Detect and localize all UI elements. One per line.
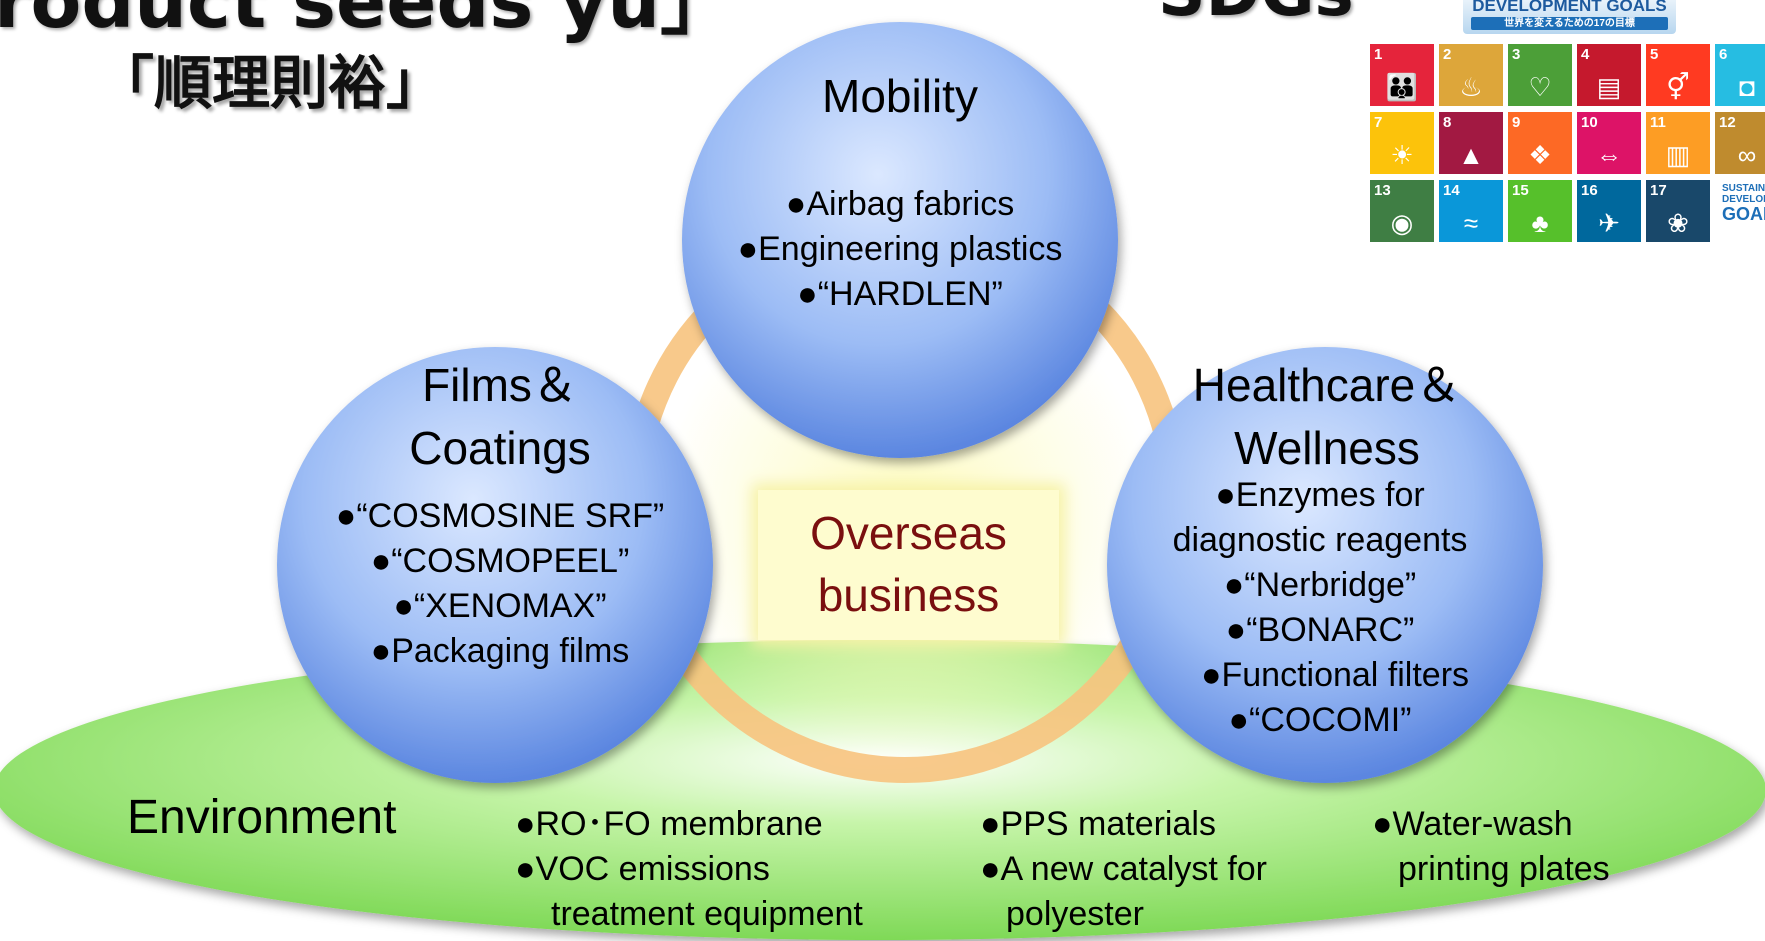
overseas-business-box: Overseas business (758, 490, 1059, 640)
films-item: ●“XENOMAX” (393, 587, 607, 625)
sdg-tile-14: 14≈ (1439, 180, 1503, 242)
gender-icon: ⚥ (1666, 72, 1690, 102)
eye-globe-icon: ◉ (1390, 208, 1414, 238)
sun-icon: ☀ (1390, 140, 1414, 170)
films-heading-line1: Films＆ (422, 359, 578, 411)
partnership-icon: ❀ (1667, 208, 1689, 238)
sdg-tile-number: 14 (1443, 182, 1460, 199)
mobility-heading: Mobility (822, 70, 978, 122)
page-title-partial: roduct seeds yu」 (0, 0, 735, 45)
sdg-tile-number: 13 (1374, 182, 1391, 199)
people-icon: 👪 (1385, 72, 1419, 102)
fish-icon: ≈ (1463, 208, 1479, 238)
sdg-tile-number: 2 (1443, 46, 1452, 63)
mobility-circle (682, 22, 1118, 458)
healthcare-item: ●“Nerbridge” (1223, 566, 1417, 604)
healthcare-item: diagnostic reagents (1172, 521, 1468, 559)
sdg-tile-number: 17 (1650, 182, 1667, 199)
equality-icon: ⇔ (1596, 140, 1622, 170)
sdg-tile-number: 9 (1512, 114, 1521, 131)
sdg-tile-6: 6◘ (1715, 44, 1765, 106)
sdg-tile-12: 12∞ (1715, 112, 1765, 174)
environment-item: ●VOC emissions (515, 850, 770, 888)
sdg-tile-number: 16 (1581, 182, 1598, 199)
sdgs-banner-subtitle: 世界を変えるための17の目標 (1471, 17, 1668, 30)
sdgs-banner-title: DEVELOPMENT GOALS (1472, 0, 1667, 15)
sdg-tile-7: 7☀ (1370, 112, 1434, 174)
sdg-tile-15: 15♣ (1508, 180, 1572, 242)
sdg-tile-number: 3 (1512, 46, 1521, 63)
mobility-item: ●Engineering plastics (737, 230, 1063, 268)
sdgs-banner: DEVELOPMENT GOALS 世界を変えるための17の目標 (1463, 0, 1676, 34)
healthcare-item: ●“COCOMI” (1228, 701, 1412, 739)
environment-label: Environment (127, 791, 397, 844)
water-icon: ◘ (1739, 72, 1755, 102)
sdg-tile-number: 15 (1512, 182, 1529, 199)
environment-column-3: ●Water-wash printing plates (1372, 802, 1610, 892)
healthcare-item: ●“BONARC” (1225, 611, 1415, 649)
infinity-icon: ∞ (1737, 140, 1757, 170)
sdg-tile-8: 8▲ (1439, 112, 1503, 174)
environment-item: ●RO･FO membrane (515, 805, 823, 843)
city-icon: ▥ (1665, 140, 1691, 170)
films-item: ●Packaging films (370, 632, 630, 670)
heartbeat-icon: ♡ (1528, 72, 1552, 102)
sdg-tile-13: 13 ◉ (1370, 180, 1434, 242)
environment-item: ●A new catalyst for (980, 850, 1267, 888)
sdg-tile-2: 2♨ (1439, 44, 1503, 106)
sdg-tile-number: 6 (1719, 46, 1728, 63)
sustainable-line1: SUSTAINAB (1722, 183, 1765, 194)
sdgs-heading: SDGs (1158, 0, 1354, 31)
overseas-line2: business (817, 569, 1000, 621)
mobility-item: ●“HARDLEN” (797, 275, 1003, 313)
sdg-tile-5: 5⚥ (1646, 44, 1710, 106)
healthcare-item: ●Enzymes for (1215, 476, 1425, 514)
sdg-tile-16: 16✈ (1577, 180, 1641, 242)
sdg-tile-number: 5 (1650, 46, 1659, 63)
sdg-goals-grid: SUSTAINAB DEVELOPME GOAL 1👪2♨3♡4▤5⚥6◘7☀8… (1370, 44, 1765, 242)
cubes-icon: ❖ (1528, 140, 1552, 170)
sdg-tile-number: 10 (1581, 114, 1598, 131)
tree-icon: ♣ (1531, 208, 1549, 238)
sdg-tile-number: 7 (1374, 114, 1383, 131)
dove-icon: ✈ (1598, 208, 1620, 238)
sustainable-line3: GOAL (1722, 204, 1765, 224)
sdg-tile-number: 12 (1719, 114, 1736, 131)
healthcare-heading-line2: Wellness (1234, 422, 1420, 474)
environment-item: polyester (1006, 895, 1144, 933)
sdg-tile-17: 17❀ (1646, 180, 1710, 242)
growth-chart-icon: ▲ (1458, 140, 1484, 170)
healthcare-heading-line1: Healthcare＆ (1192, 359, 1462, 411)
films-item: ●“COSMOPEEL” (370, 542, 630, 580)
sdg-tile-3: 3♡ (1508, 44, 1572, 106)
bowl-icon: ♨ (1459, 72, 1483, 102)
environment-item: treatment equipment (551, 895, 863, 933)
environment-column-2: ●PPS materials ●A new catalyst for polye… (980, 802, 1267, 937)
sdg-tile-number: 4 (1581, 46, 1590, 63)
sustainable-line2: DEVELOPME (1722, 194, 1765, 205)
sdg-tile-number: 11 (1650, 114, 1666, 131)
films-heading-line2: Coatings (409, 422, 591, 474)
sdg-tile-1: 1👪 (1370, 44, 1434, 106)
sustainable-goals-tile: SUSTAINAB DEVELOPME GOAL (1718, 180, 1765, 242)
environment-item: ●PPS materials (980, 805, 1216, 843)
sdg-tile-4: 4▤ (1577, 44, 1641, 106)
environment-item: printing plates (1398, 850, 1610, 888)
overseas-line1: Overseas (810, 507, 1007, 559)
mobility-item: ●Airbag fabrics (785, 185, 1015, 223)
sdg-tile-11: 11 ▥ (1646, 112, 1710, 174)
films-circle (277, 347, 713, 783)
sdg-tile-number: 1 (1374, 46, 1383, 63)
environment-item: ●Water-wash (1372, 805, 1573, 843)
book-icon: ▤ (1596, 72, 1622, 102)
sdg-tile-9: 9❖ (1508, 112, 1572, 174)
sdg-tile-10: 10 ⇔ (1577, 112, 1641, 174)
environment-column-1: ●RO･FO membrane ●VOC emissions treatment… (515, 802, 863, 937)
healthcare-item: ●Functional filters (1200, 656, 1470, 694)
healthcare-circle (1107, 347, 1543, 783)
sdg-tile-number: 8 (1443, 114, 1452, 131)
page-title-japanese: 「順理則裕」 (96, 49, 445, 117)
films-item: ●“COSMOSINE SRF” (335, 497, 665, 535)
